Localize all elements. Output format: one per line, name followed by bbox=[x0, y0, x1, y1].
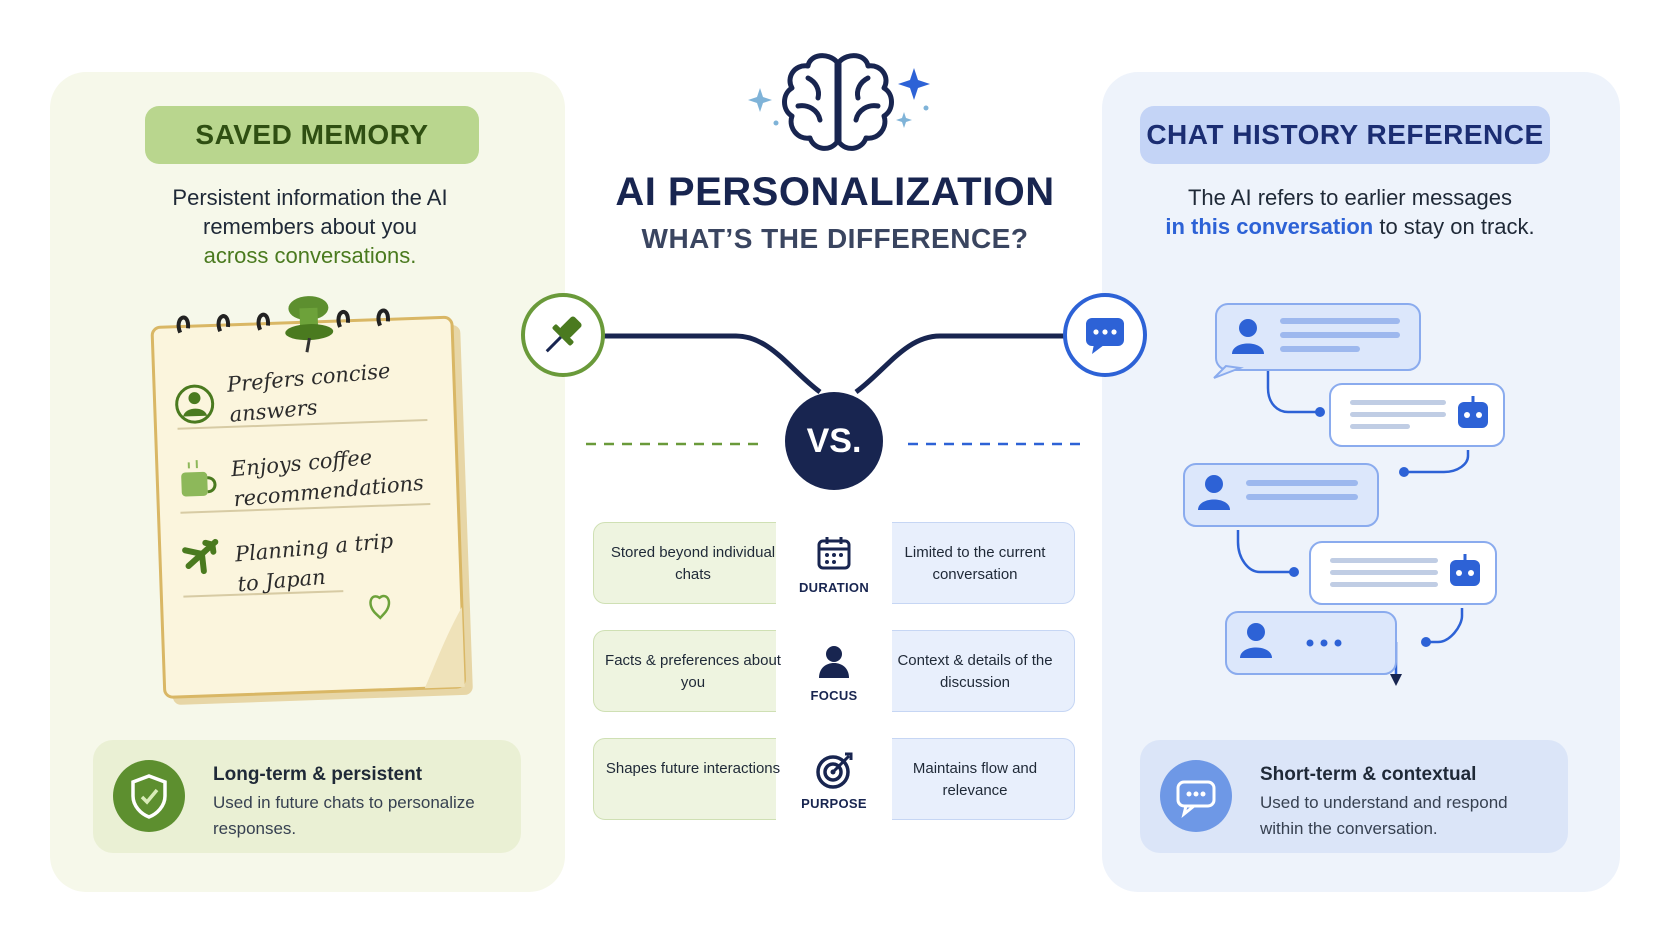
vs-circle: VS. bbox=[785, 392, 883, 490]
focus-saved-text: Facts & preferences about you bbox=[605, 652, 781, 691]
chat-bubble-icon bbox=[1160, 760, 1232, 832]
subtitle: WHAT’S THE DIFFERENCE? bbox=[641, 223, 1029, 254]
purpose-label: PURPOSE bbox=[801, 796, 867, 811]
purpose-saved-text: Shapes future interactions bbox=[605, 760, 781, 777]
chat-thread-illustration bbox=[1183, 303, 1505, 686]
heart-icon bbox=[369, 594, 391, 620]
main-title: AI PERSONALIZATION bbox=[615, 170, 1055, 214]
saved-memory-description-highlight: across conversations. bbox=[203, 243, 417, 268]
robot-icon bbox=[1450, 554, 1480, 586]
chat-history-description: The AI refers to earlier messages in thi… bbox=[1150, 183, 1550, 241]
pushpin-icon bbox=[285, 296, 334, 353]
chat-history-description-highlight: in this conversation bbox=[1165, 214, 1374, 239]
saved-memory-heading: SAVED MEMORY bbox=[145, 106, 479, 164]
saved-memory-summary-title: Long-term & persistent bbox=[213, 764, 423, 785]
user-message-1 bbox=[1213, 303, 1421, 379]
duration-chat-text: Limited to the current conversation bbox=[904, 544, 1046, 583]
bot-message-1 bbox=[1329, 383, 1505, 447]
comparison-row-duration: Stored beyond individual chats Limited t… bbox=[593, 522, 1075, 604]
chat-history-heading: CHAT HISTORY REFERENCE bbox=[1140, 106, 1550, 164]
chat-history-description-lead: The AI refers to earlier messages bbox=[1187, 185, 1513, 210]
chat-history-summary: Short-term & contextual Used to understa… bbox=[1140, 740, 1568, 853]
calendar-icon bbox=[817, 537, 851, 570]
focus-chat-text: Context & details of the discussion bbox=[897, 652, 1053, 691]
purpose-chat-text: Maintains flow and relevance bbox=[912, 760, 1038, 799]
duration-label: DURATION bbox=[798, 580, 870, 595]
chat-badge bbox=[1063, 293, 1147, 377]
focus-label: FOCUS bbox=[810, 688, 858, 703]
duration-saved-text: Stored beyond individual chats bbox=[610, 544, 776, 583]
chat-history-summary-title: Short-term & contextual bbox=[1260, 764, 1477, 785]
bot-message-2 bbox=[1309, 541, 1497, 605]
pin-badge bbox=[521, 293, 605, 377]
pushpin-icon bbox=[545, 316, 582, 353]
target-icon bbox=[816, 752, 853, 789]
comparison-row-purpose: Shapes future interactions Maintains flo… bbox=[593, 738, 1075, 820]
chat-history-description-tail: to stay on track. bbox=[1379, 214, 1535, 239]
saved-memory-summary-text: Used in future chats to personalize resp… bbox=[213, 793, 475, 838]
notepad-illustration bbox=[150, 296, 473, 705]
chat-bubble-icon bbox=[1086, 318, 1124, 354]
saved-memory-description: Persistent information the AI remembers … bbox=[110, 183, 510, 270]
shield-icon bbox=[113, 760, 185, 832]
comparison-row-focus: Facts & preferences about you Context & … bbox=[593, 630, 1075, 712]
coffee-cup-icon bbox=[181, 460, 217, 497]
user-message-2 bbox=[1183, 463, 1379, 527]
vs-connector bbox=[586, 333, 1088, 446]
user-circle-icon bbox=[175, 384, 215, 424]
brain-icon bbox=[748, 53, 930, 151]
saved-memory-summary: Long-term & persistent Used in future ch… bbox=[93, 740, 521, 853]
robot-icon bbox=[1458, 396, 1488, 428]
saved-memory-description-lead: Persistent information the AI remembers … bbox=[172, 185, 448, 239]
person-icon bbox=[819, 646, 849, 678]
vs-label: VS. bbox=[806, 422, 862, 460]
airplane-icon bbox=[182, 538, 219, 575]
chat-history-summary-text: Used to understand and respond within th… bbox=[1260, 793, 1508, 838]
user-message-typing bbox=[1225, 611, 1397, 675]
